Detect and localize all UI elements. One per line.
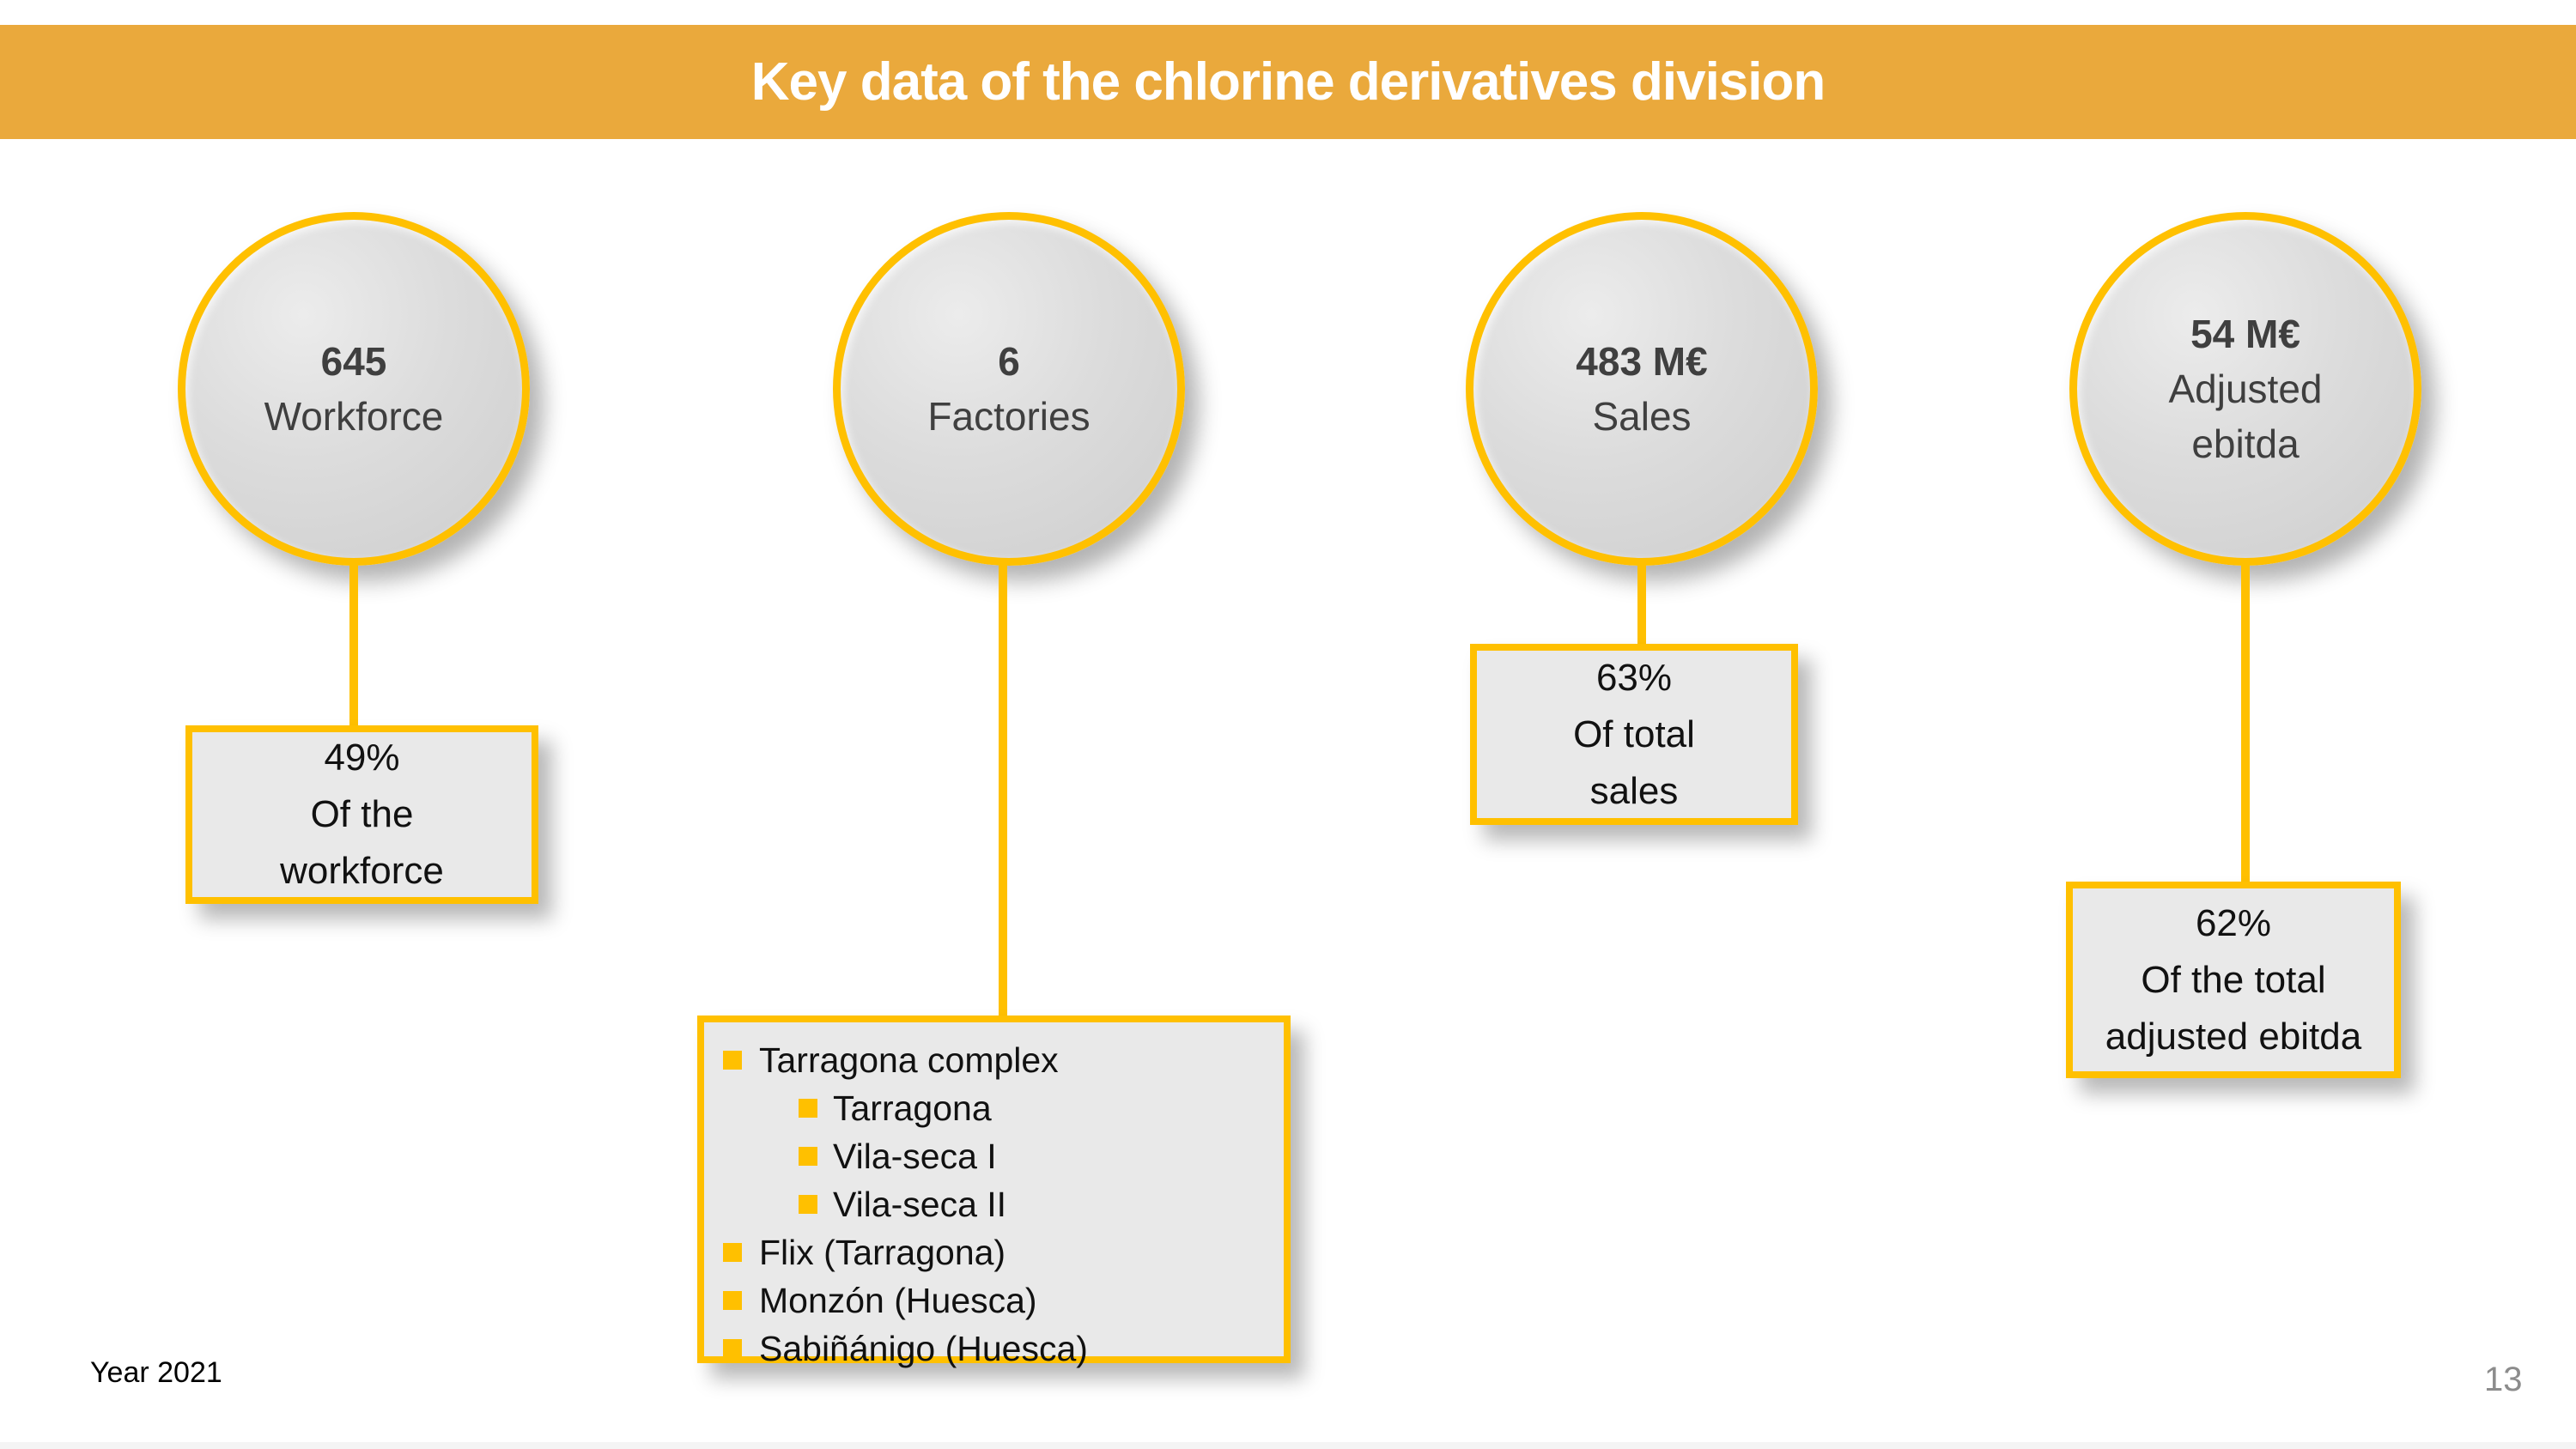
- factories-value: 6: [998, 339, 1020, 384]
- adjusted-ebitda-value: 54 M€: [2190, 312, 2300, 356]
- workforce-detail-box: 49% Of the workforce: [185, 725, 538, 904]
- circle-factories: 6 Factories: [833, 212, 1185, 566]
- connector-adjusted-ebitda: [2241, 561, 2250, 885]
- circle-adjusted-ebitda: 54 M€ Adjusted ebitda: [2069, 212, 2421, 566]
- factory-list-item: Sabiñánigo (Huesca): [704, 1325, 1284, 1373]
- square-bullet-icon: [723, 1243, 742, 1262]
- factory-name: Tarragona: [833, 1088, 992, 1128]
- square-bullet-icon: [723, 1051, 742, 1070]
- square-bullet-icon: [723, 1339, 742, 1358]
- sales-value: 483 M€: [1576, 339, 1708, 384]
- factory-list-item: Tarragona complex: [704, 1036, 1284, 1084]
- sales-detail-line: Of total: [1573, 712, 1695, 755]
- sales-detail-line: 63%: [1595, 656, 1673, 699]
- connector-factories: [999, 561, 1007, 1019]
- square-bullet-icon: [723, 1291, 742, 1310]
- circle-workforce: 645 Workforce: [178, 212, 530, 566]
- factory-name: Monzón (Huesca): [759, 1281, 1037, 1320]
- workforce-detail-line: workforce: [280, 850, 444, 892]
- ebitda-detail-line: adjusted ebitda: [2105, 1015, 2362, 1058]
- factory-list-item: Monzón (Huesca): [704, 1276, 1284, 1325]
- factories-detail-box: Tarragona complex Tarragona Vila-seca I …: [697, 1016, 1291, 1368]
- factory-name: Sabiñánigo (Huesca): [759, 1329, 1088, 1368]
- workforce-detail-line: Of the: [310, 793, 414, 835]
- connector-sales: [1637, 561, 1646, 647]
- square-bullet-icon: [799, 1147, 817, 1166]
- page-title: Key data of the chlorine derivatives div…: [750, 52, 1826, 112]
- ebitda-detail-line: Of the total: [2141, 958, 2326, 1001]
- adjusted-ebitda-detail-box: 62% Of the total adjusted ebitda: [2066, 882, 2401, 1078]
- circle-sales: 483 M€ Sales: [1466, 212, 1818, 566]
- square-bullet-icon: [799, 1195, 817, 1214]
- page-number: 13: [2484, 1361, 2523, 1398]
- factory-list-item: Flix (Tarragona): [704, 1228, 1284, 1276]
- bottom-edge-divider: [0, 1442, 2576, 1449]
- title-banner: Key data of the chlorine derivatives div…: [0, 25, 2576, 139]
- connector-workforce: [349, 561, 358, 729]
- workforce-value: 645: [320, 339, 387, 384]
- ebitda-detail-line: 62%: [2195, 901, 2272, 944]
- sales-detail-box: 63% Of total sales: [1470, 644, 1798, 825]
- sales-detail-line: sales: [1589, 769, 1679, 812]
- sales-label: Sales: [1592, 394, 1692, 439]
- adjusted-ebitda-label: Adjusted ebitda: [2168, 367, 2323, 466]
- factory-name: Vila-seca I: [833, 1137, 997, 1176]
- footer-year: Year 2021: [90, 1356, 222, 1389]
- factory-list-item: Vila-seca I: [704, 1132, 1284, 1180]
- workforce-detail-line: 49%: [324, 737, 400, 779]
- factories-label: Factories: [927, 394, 1091, 439]
- square-bullet-icon: [799, 1099, 817, 1118]
- workforce-label: Workforce: [264, 394, 444, 439]
- factory-name: Flix (Tarragona): [759, 1233, 1006, 1272]
- factory-list-item: Tarragona: [704, 1084, 1284, 1132]
- factory-list-item: Vila-seca II: [704, 1180, 1284, 1228]
- factory-name: Vila-seca II: [833, 1185, 1007, 1224]
- factory-name: Tarragona complex: [759, 1040, 1059, 1080]
